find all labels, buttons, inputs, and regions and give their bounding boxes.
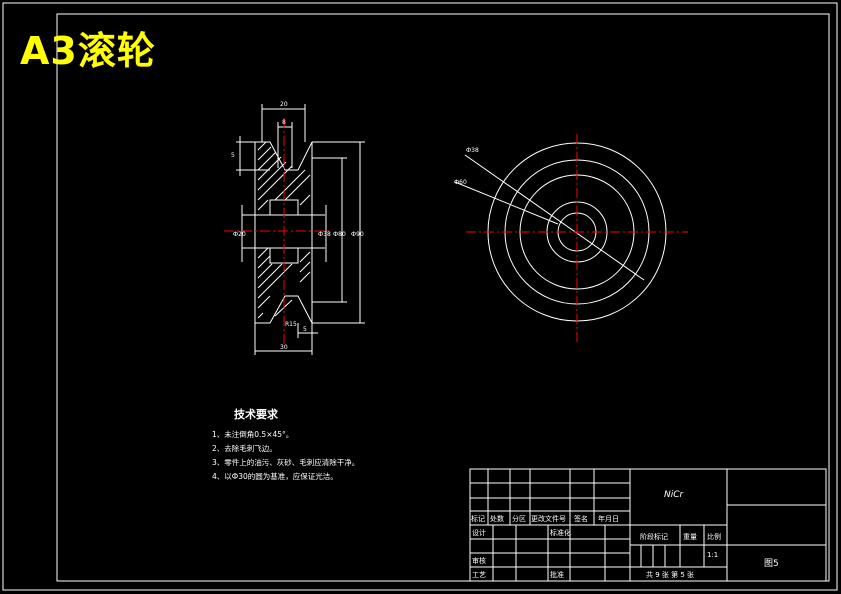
dim-step: 5 (303, 326, 307, 333)
tb-sheets: 共 9 张 第 5 张 (646, 571, 695, 579)
section-centerlines (224, 118, 330, 345)
tb-standard: 标准化 (550, 529, 571, 537)
dim-flange: 5 (231, 152, 235, 159)
tech-item: 2、去除毛刺飞边。 (212, 444, 277, 453)
tb-header-sign: 签名 (574, 515, 588, 523)
dim-circle-a: Ф38 (466, 147, 479, 154)
dim-radius: R15 (285, 321, 297, 328)
tb-stage: 阶段标记 (640, 533, 668, 541)
tech-item: 1、未注倒角0.5×45°。 (212, 430, 294, 439)
tb-header-mark: 标记 (471, 515, 485, 523)
dim-groove-width: 8 (282, 119, 286, 126)
tech-requirements-list: 1、未注倒角0.5×45°。 2、去除毛刺飞边。 3、零件上的油污、灰砂、毛刺应… (212, 428, 359, 484)
title-block-grid (469, 468, 827, 582)
front-centerlines (466, 134, 688, 342)
section-view (236, 104, 365, 355)
tech-requirements-heading: 技术要求 (234, 408, 278, 421)
tech-item: 4、以Ф30的圆为基准，应保证光洁。 (212, 472, 338, 481)
tb-approve: 批准 (550, 571, 564, 579)
tb-scale-label: 比例 (707, 533, 721, 541)
material-label: NiCr (664, 490, 684, 500)
tb-header-qty: 处数 (490, 515, 504, 523)
dim-bore: Ф20 (233, 231, 246, 238)
tb-header-zone: 分区 (512, 515, 526, 523)
drawing-title: A3滚轮 (20, 29, 156, 73)
dim-circle-b: Ф60 (454, 179, 467, 186)
dim-bottom-width: 30 (280, 344, 288, 351)
dim-top-width: 20 (280, 101, 288, 108)
tb-process: 工艺 (472, 571, 486, 579)
tb-scale: 1:1 (707, 551, 719, 559)
tb-drawing-no: 图5 (764, 559, 779, 569)
dim-groove-dia: Ф80 (333, 231, 346, 238)
dim-hub: Ф38 (318, 231, 331, 238)
tb-weight: 重量 (683, 533, 697, 541)
tb-header-date: 年月日 (598, 515, 619, 523)
inner-border (56, 13, 830, 582)
dim-outer-dia: Ф90 (351, 231, 364, 238)
tech-item: 3、零件上的油污、灰砂、毛刺应清除干净。 (212, 458, 360, 467)
tb-design: 设计 (472, 529, 486, 537)
tb-check: 审核 (472, 557, 486, 565)
tb-header-doc: 更改文件号 (531, 515, 566, 523)
